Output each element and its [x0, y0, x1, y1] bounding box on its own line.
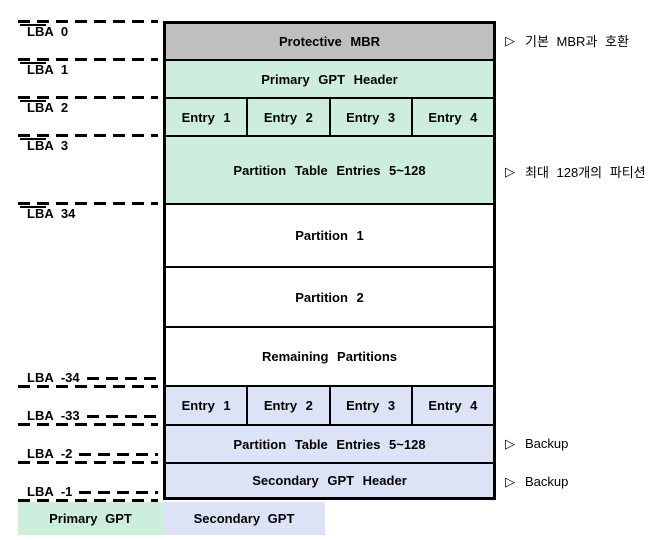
disk-layout-box: Protective MBR Primary GPT Header Entry …	[163, 21, 496, 500]
entry-cell-4: Entry 4	[410, 99, 493, 135]
row-label: Secondary GPT Header	[252, 473, 407, 488]
row-secondary-partition-table: Partition Table Entries 5~128	[166, 424, 493, 462]
entry-label: Entry 3	[346, 109, 396, 125]
dash-fragment	[20, 62, 46, 64]
dash-trail	[86, 376, 158, 380]
row-label: Remaining Partitions	[261, 349, 398, 364]
legend-secondary-gpt: Secondary GPT	[163, 502, 325, 535]
dash-fragment	[20, 206, 46, 208]
legend-label: Primary GPT	[49, 511, 132, 526]
entry-label: Entry 1	[181, 398, 231, 413]
dash-fragment	[20, 24, 46, 26]
lba-label-3: LBA 3	[27, 138, 69, 153]
entry-cell-1: Entry 1	[166, 387, 246, 424]
entry-cell-3: Entry 3	[328, 387, 411, 424]
dashed-line-lba-neg1	[18, 499, 158, 502]
dash-trail	[79, 490, 158, 494]
annotation-text: Backup	[525, 474, 569, 489]
row-label: Primary GPT Header	[261, 71, 398, 87]
entry-label: Entry 4	[428, 398, 478, 413]
lba-label-2: LBA 2	[27, 100, 69, 115]
annotation-max-partitions: ▷ 최대 128개의 파티션	[505, 163, 646, 181]
row-label: Protective MBR	[278, 34, 381, 49]
row-remaining-partitions: Remaining Partitions	[166, 326, 493, 385]
lba-label-neg34: LBA -34	[27, 371, 158, 385]
entry-label: Entry 2	[263, 109, 313, 125]
entry-cell-2: Entry 2	[246, 99, 328, 135]
lba-label-0: LBA 0	[27, 24, 69, 39]
legend-primary-gpt: Primary GPT	[18, 502, 163, 535]
entry-cell-2: Entry 2	[246, 387, 328, 424]
dashed-line-lba2	[18, 96, 158, 99]
entry-label: Entry 2	[263, 398, 313, 413]
annotation-backup-header: ▷ Backup	[505, 473, 568, 490]
row-primary-entries: Entry 1 Entry 2 Entry 3 Entry 4	[166, 97, 493, 135]
dash-fragment	[20, 100, 46, 102]
dash-trail	[79, 452, 158, 456]
row-primary-gpt-header: Primary GPT Header	[166, 59, 493, 97]
lba-label-text: LBA -34	[27, 370, 80, 385]
lba-label-text: LBA -1	[27, 484, 73, 499]
dashed-line-lba-neg34	[18, 385, 158, 388]
entry-label: Entry 3	[346, 398, 396, 413]
lba-label-text: LBA -33	[27, 408, 80, 423]
dash-fragment	[20, 138, 46, 140]
triangle-marker-icon: ▷	[505, 163, 515, 179]
row-label: Partition Table Entries 5~128	[233, 162, 426, 178]
annotation-text: Backup	[525, 436, 569, 451]
lba-label-text: LBA -2	[27, 446, 73, 461]
dashed-line-lba1	[18, 58, 158, 61]
entry-cell-4: Entry 4	[410, 387, 493, 424]
dashed-line-lba0	[18, 20, 158, 23]
annotation-text: 기본 MBR과 호환	[525, 34, 629, 49]
entry-cell-1: Entry 1	[166, 99, 246, 135]
legend-label: Secondary GPT	[193, 511, 295, 526]
dashed-line-lba3	[18, 134, 158, 137]
row-partition-1: Partition 1	[166, 203, 493, 266]
annotation-text: 최대 128개의 파티션	[525, 165, 646, 180]
dashed-line-lba-neg2	[18, 461, 158, 464]
annotation-backup-entries: ▷ Backup	[505, 435, 568, 452]
triangle-marker-icon: ▷	[505, 32, 515, 48]
triangle-marker-icon: ▷	[505, 435, 515, 451]
row-secondary-entries: Entry 1 Entry 2 Entry 3 Entry 4	[166, 385, 493, 424]
dashed-line-lba-neg33	[18, 423, 158, 426]
dash-trail	[86, 414, 158, 418]
triangle-marker-icon: ▷	[505, 473, 515, 489]
lba-label-34: LBA 34	[27, 206, 76, 221]
lba-label-neg33: LBA -33	[27, 409, 158, 423]
annotation-mbr-compat: ▷ 기본 MBR과 호환	[505, 32, 629, 50]
row-label: Partition Table Entries 5~128	[233, 436, 426, 452]
row-label: Partition 1	[295, 228, 364, 243]
row-primary-partition-table: Partition Table Entries 5~128	[166, 135, 493, 203]
row-protective-mbr: Protective MBR	[166, 24, 493, 59]
entry-label: Entry 4	[428, 109, 478, 125]
entry-cell-3: Entry 3	[328, 99, 411, 135]
lba-label-neg1: LBA -1	[27, 485, 158, 499]
dashed-line-lba34	[18, 202, 158, 205]
row-label: Partition 2	[295, 289, 364, 305]
entry-label: Entry 1	[181, 109, 231, 125]
row-secondary-gpt-header: Secondary GPT Header	[166, 462, 493, 497]
row-partition-2: Partition 2	[166, 266, 493, 326]
lba-label-1: LBA 1	[27, 62, 69, 77]
lba-label-neg2: LBA -2	[27, 447, 158, 461]
